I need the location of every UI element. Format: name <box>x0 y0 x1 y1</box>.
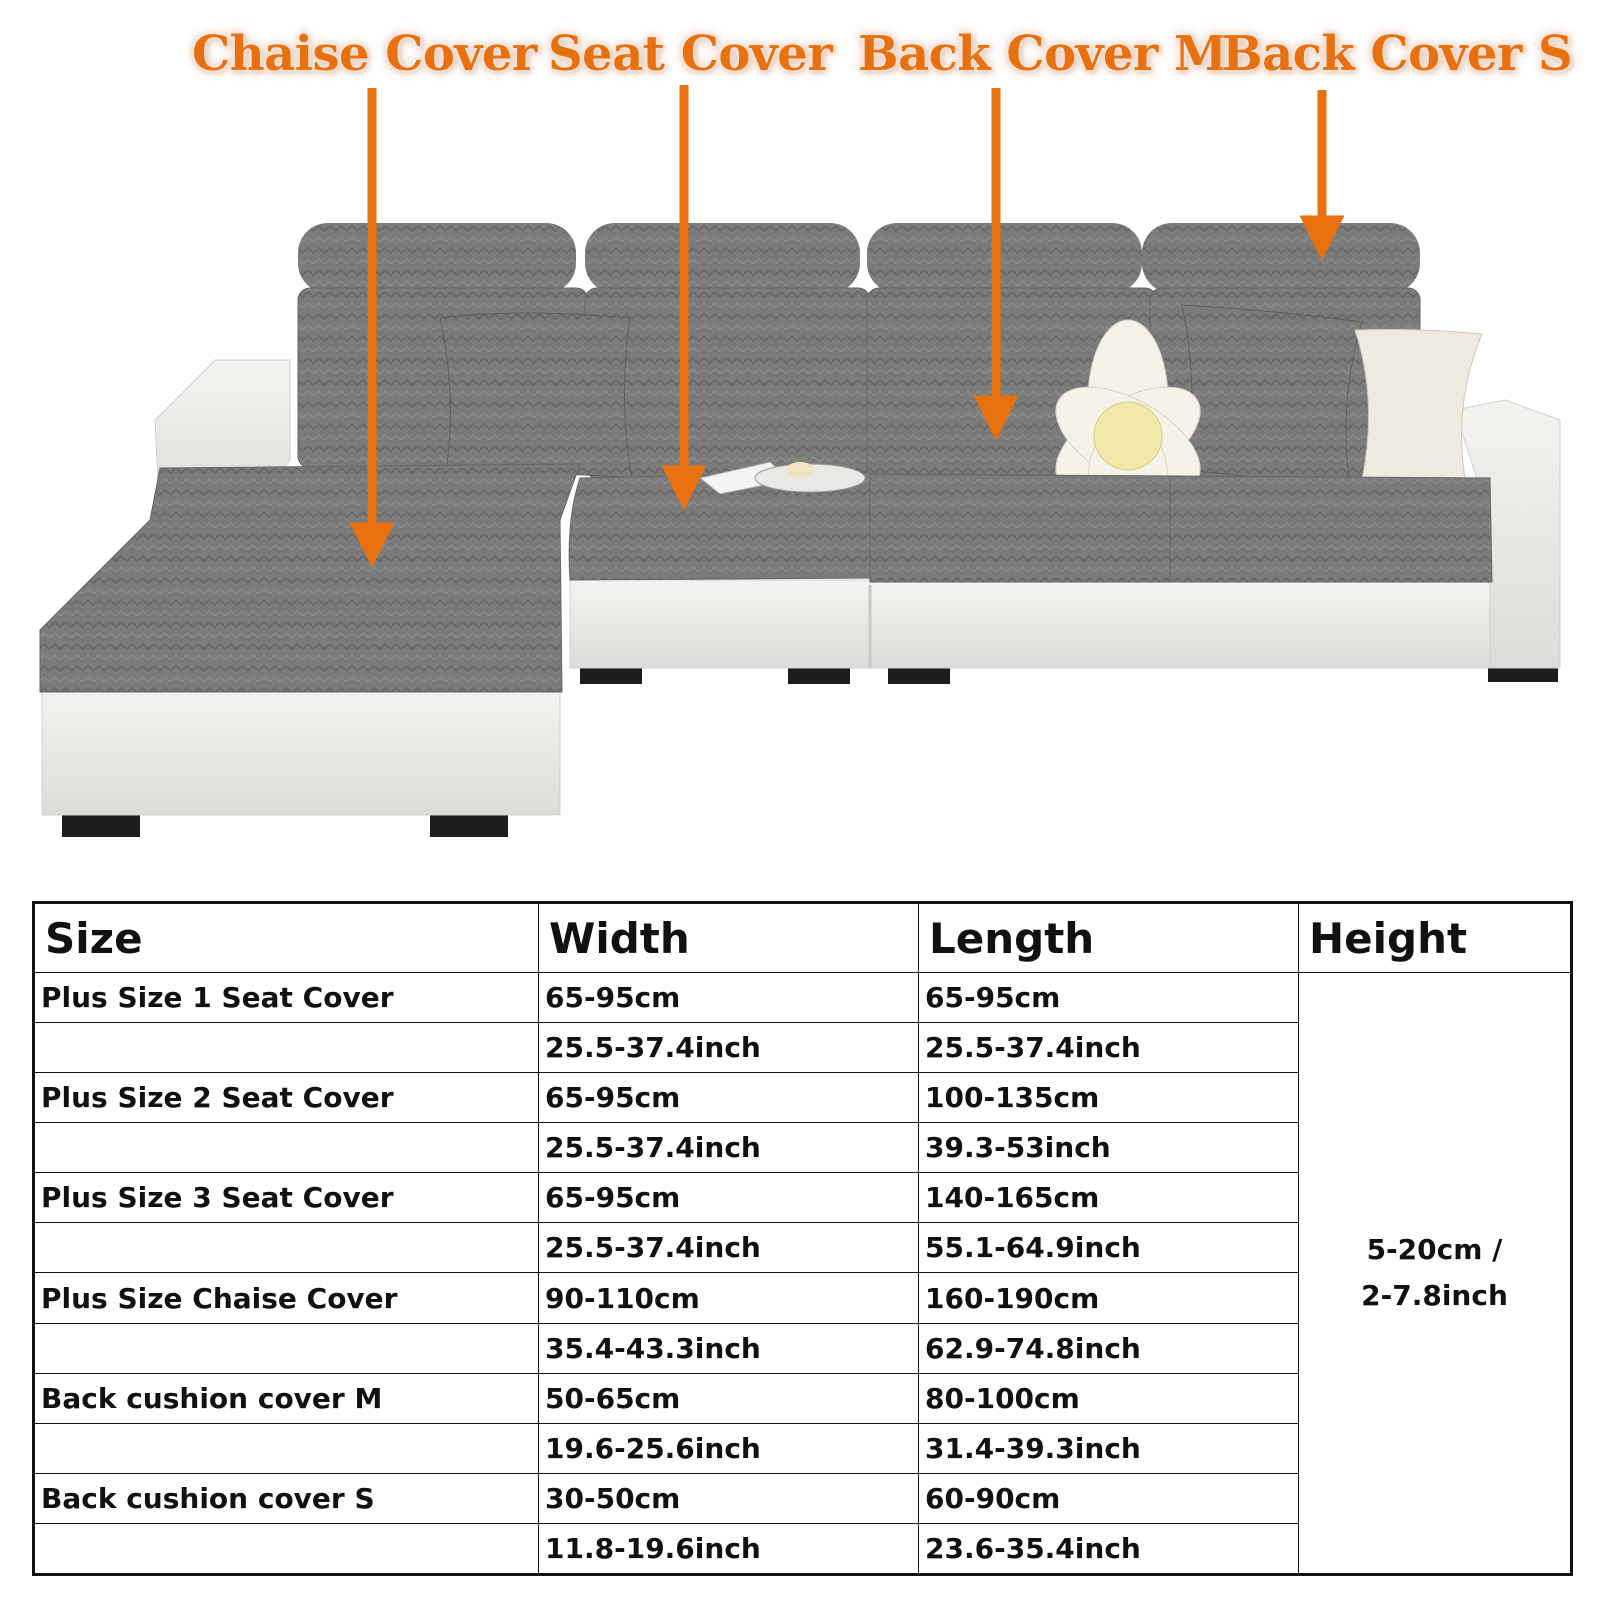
table-row: 35.4-43.3inch 62.9-74.8inch <box>33 1322 1572 1374</box>
callout-arrows <box>349 85 1345 568</box>
size-cell: Plus Size 3 Seat Cover <box>33 1172 539 1224</box>
table-row: Back cushion cover M 50-65cm 80-100cm <box>33 1372 1572 1424</box>
length-cell: 65-95cm <box>918 971 1299 1024</box>
length-cell: 60-90cm <box>918 1472 1299 1524</box>
width-cell: 50-65cm <box>538 1372 919 1424</box>
chaise-base <box>41 689 561 816</box>
header-width: Width <box>538 902 919 973</box>
length-cell: 55.1-64.9inch <box>918 1222 1299 1274</box>
length-cell: 23.6-35.4inch <box>918 1522 1299 1576</box>
cream-pillow <box>1354 329 1483 496</box>
size-cell <box>33 1122 539 1174</box>
width-cell: 25.5-37.4inch <box>538 1022 919 1074</box>
magazine-and-tray <box>698 461 866 495</box>
height-value-inch: 2-7.8inch <box>1361 1279 1508 1312</box>
grey-pillow-right <box>1181 304 1363 489</box>
table-header-row: Size Width Length Height <box>33 902 1572 973</box>
sofa-legs <box>62 664 1558 837</box>
size-cell <box>33 1522 539 1576</box>
table-row: Plus Size 2 Seat Cover 65-95cm 100-135cm <box>33 1072 1572 1124</box>
width-cell: 65-95cm <box>538 971 919 1024</box>
length-cell: 39.3-53inch <box>918 1122 1299 1174</box>
width-cell: 25.5-37.4inch <box>538 1222 919 1274</box>
length-cell: 160-190cm <box>918 1272 1299 1324</box>
table-row: 19.6-25.6inch 31.4-39.3inch <box>33 1422 1572 1474</box>
seat-cushions <box>568 471 1493 583</box>
chaise-cushion <box>39 463 581 693</box>
size-cell: Plus Size 1 Seat Cover <box>33 971 539 1024</box>
width-cell: 65-95cm <box>538 1072 919 1124</box>
header-size: Size <box>33 902 539 973</box>
size-cell <box>33 1022 539 1074</box>
width-cell: 35.4-43.3inch <box>538 1322 919 1374</box>
height-cell: 5-20cm / 2-7.8inch <box>1298 972 1572 1575</box>
length-cell: 25.5-37.4inch <box>918 1022 1299 1074</box>
header-height: Height <box>1298 902 1572 973</box>
length-cell: 80-100cm <box>918 1372 1299 1424</box>
length-cell: 100-135cm <box>918 1072 1299 1124</box>
width-cell: 30-50cm <box>538 1472 919 1524</box>
seat-cover-label: Seat Cover <box>548 26 833 82</box>
sofa-base-right <box>569 579 1561 669</box>
table-row: 25.5-37.4inch 39.3-53inch <box>33 1122 1572 1174</box>
size-cell: Back cushion cover M <box>33 1372 539 1424</box>
width-cell: 19.6-25.6inch <box>538 1422 919 1474</box>
width-cell: 65-95cm <box>538 1172 919 1224</box>
back-cover-s-label: Back Cover S <box>1222 26 1573 82</box>
size-cell: Plus Size 2 Seat Cover <box>33 1072 539 1124</box>
length-cell: 62.9-74.8inch <box>918 1322 1299 1374</box>
table-row: 11.8-19.6inch 23.6-35.4inch <box>33 1522 1572 1576</box>
table-row: 25.5-37.4inch 25.5-37.4inch <box>33 1022 1572 1074</box>
length-cell: 140-165cm <box>918 1172 1299 1224</box>
table-row: Plus Size 3 Seat Cover 65-95cm 140-165cm <box>33 1172 1572 1224</box>
header-length: Length <box>918 902 1299 973</box>
size-cell <box>33 1222 539 1274</box>
size-cell: Back cushion cover S <box>33 1472 539 1524</box>
table-row: 25.5-37.4inch 55.1-64.9inch <box>33 1222 1572 1274</box>
width-cell: 11.8-19.6inch <box>538 1522 919 1576</box>
size-cell <box>33 1422 539 1474</box>
chaise-cover-label: Chaise Cover <box>192 26 537 82</box>
length-cell: 31.4-39.3inch <box>918 1422 1299 1474</box>
table-row: Plus Size 1 Seat Cover 65-95cm 65-95cm 5… <box>33 971 1572 1575</box>
height-value-cm: 5-20cm / <box>1366 1233 1503 1266</box>
headrests <box>298 223 1420 293</box>
sofa-illustration <box>39 85 1561 837</box>
width-cell: 25.5-37.4inch <box>538 1122 919 1174</box>
size-cell <box>33 1322 539 1374</box>
size-cell: Plus Size Chaise Cover <box>33 1272 539 1324</box>
width-cell: 90-110cm <box>538 1272 919 1324</box>
grey-pillow-left <box>439 312 633 479</box>
back-cover-m-label: Back Cover M <box>858 26 1227 82</box>
size-table: Size Width Length Height Plus Size 1 Sea… <box>32 901 1573 1576</box>
table-row: Back cushion cover S 30-50cm 60-90cm <box>33 1472 1572 1524</box>
